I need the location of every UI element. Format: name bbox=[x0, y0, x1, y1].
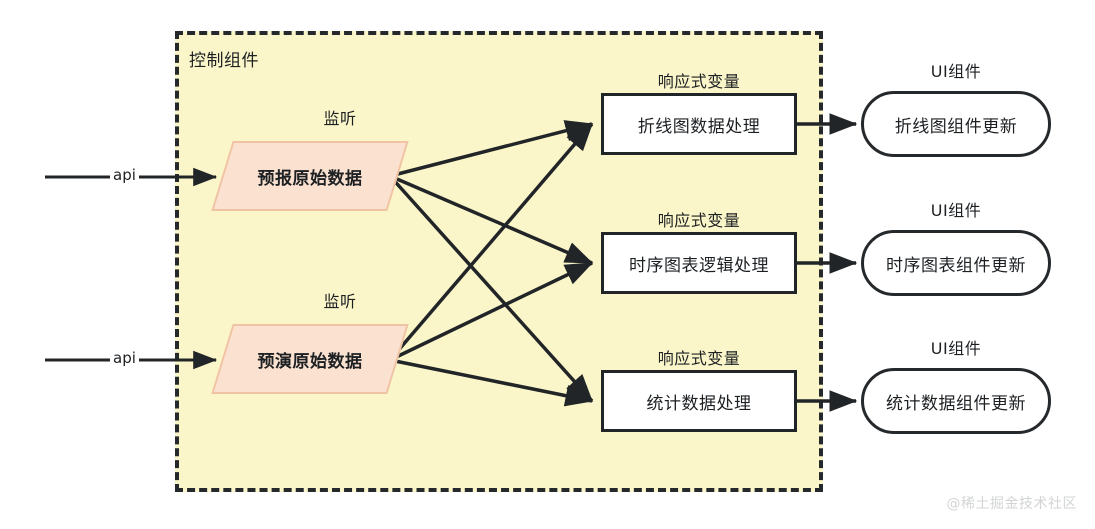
listen-caption-rehearsal: 监听 bbox=[323, 292, 357, 311]
listen-caption-forecast: 监听 bbox=[323, 109, 357, 128]
ui-node-line-chart[interactable]: 折线图组件更新 bbox=[861, 91, 1051, 157]
source-node-forecast[interactable]: 预报原始数据 bbox=[211, 141, 409, 211]
ui-node-statistics[interactable]: 统计数据组件更新 bbox=[861, 368, 1051, 434]
reactive-node-line-chart[interactable]: 折线图数据处理 bbox=[601, 93, 797, 155]
source-node-rehearsal[interactable]: 预演原始数据 bbox=[211, 324, 409, 394]
reactive-node-timeseries[interactable]: 时序图表逻辑处理 bbox=[601, 232, 797, 294]
reactive-caption-timeseries: 响应式变量 bbox=[657, 211, 741, 230]
reactive-node-statistics[interactable]: 统计数据处理 bbox=[601, 370, 797, 432]
reactive-caption-line-chart: 响应式变量 bbox=[657, 72, 741, 91]
ui-node-timeseries[interactable]: 时序图表组件更新 bbox=[861, 230, 1051, 296]
reactive-caption-statistics: 响应式变量 bbox=[657, 349, 741, 368]
api-label-rehearsal: api bbox=[110, 349, 139, 367]
ui-caption-line-chart: UI组件 bbox=[930, 62, 982, 81]
source-node-label: 预报原始数据 bbox=[257, 168, 363, 189]
api-label-forecast: api bbox=[110, 166, 139, 184]
source-node-label: 预演原始数据 bbox=[257, 351, 363, 372]
control-component-title: 控制组件 bbox=[189, 51, 259, 71]
ui-caption-timeseries: UI组件 bbox=[930, 201, 982, 220]
watermark: @稀土掘金技术社区 bbox=[946, 496, 1077, 512]
ui-caption-statistics: UI组件 bbox=[930, 339, 982, 358]
